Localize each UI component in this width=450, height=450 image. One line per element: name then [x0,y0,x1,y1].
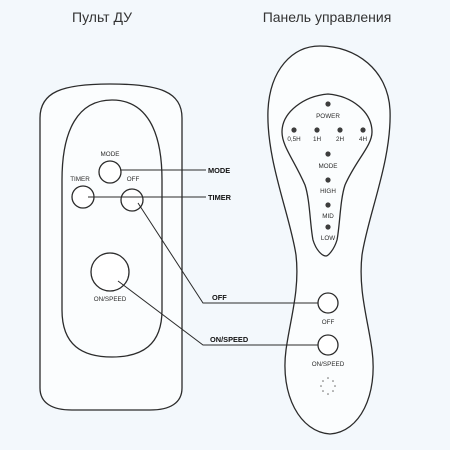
high-speed-label: HIGH [320,188,336,195]
mode-indicator-led [325,151,331,157]
timer-1h-label: 1H [313,136,322,143]
power-label: POWER [316,113,340,120]
low-speed-led [325,224,331,230]
panel-on-speed-button[interactable] [317,334,339,356]
high-speed-led [325,177,331,183]
mid-speed-label: MID [322,213,334,220]
mode-indicator-label: MODE [319,163,338,170]
timer-4h-led [360,127,366,133]
remote-mode-button[interactable] [98,160,122,184]
off-callout-label: OFF [212,293,227,302]
mid-speed-led [325,202,331,208]
callout-lines [88,169,318,346]
on-speed-callout-line [117,280,318,346]
panel-led-area [281,93,373,257]
panel-off-button[interactable] [317,292,339,314]
remote-on-speed-label: ON/SPEED [94,296,127,303]
ir-receiver-icon [320,377,336,395]
panel-outer-body [267,45,391,435]
remote-mode-label: MODE [101,151,120,158]
remote-title: Пульт ДУ [72,9,132,25]
timer-callout-label: TIMER [208,193,232,202]
remote-on-speed-button[interactable] [90,252,130,292]
power-indicator-led [325,101,331,107]
remote-outer-body [39,83,183,411]
timer-0-5h-label: 0,5H [287,136,301,143]
control-panel: POWER 0,5H 1H 2H 4H MODE HIGH MID LOW OF… [267,45,391,435]
timer-0-5h-led [291,127,297,133]
off-callout-line [137,202,318,304]
timer-2h-led [337,127,343,133]
remote-off-button[interactable] [120,188,144,212]
remote-timer-label: TIMER [70,176,90,183]
panel-on-speed-label: ON/SPEED [312,361,345,368]
low-speed-label: LOW [321,235,335,242]
panel-title: Панель управления [263,9,392,25]
timer-4h-label: 4H [359,136,368,143]
remote-inner-panel [61,99,163,358]
mode-callout-label: MODE [208,166,230,175]
timer-1h-led [314,127,320,133]
remote-control: MODE TIMER OFF ON/SPEED [39,83,183,411]
timer-2h-label: 2H [336,136,345,143]
panel-off-label: OFF [322,319,335,326]
on-speed-callout-label: ON/SPEED [210,335,249,344]
remote-off-label: OFF [127,176,140,183]
